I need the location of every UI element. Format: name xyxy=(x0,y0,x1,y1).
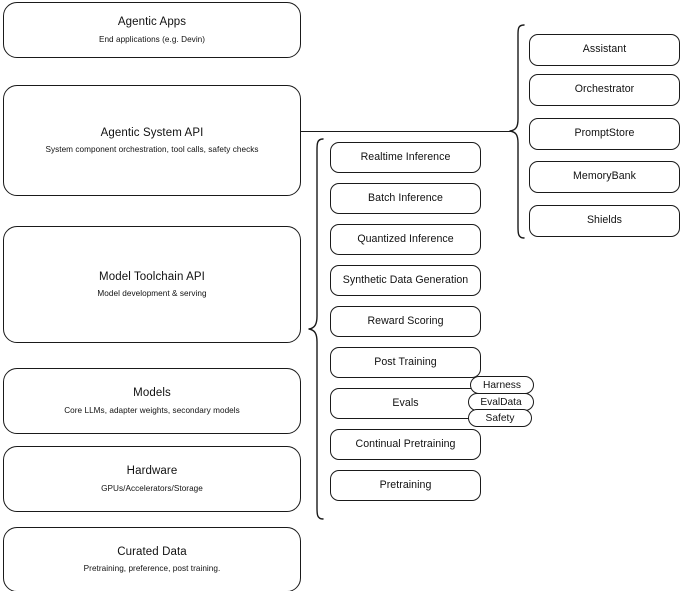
layer-box-models[interactable]: Models Core LLMs, adapter weights, secon… xyxy=(3,368,301,434)
system-component-box-assistant[interactable]: Assistant xyxy=(529,34,680,66)
system-component-box-shields[interactable]: Shields xyxy=(529,205,680,237)
layer-subtitle: Model development & serving xyxy=(97,289,207,299)
layer-title: Hardware xyxy=(126,465,178,478)
layer-subtitle: Core LLMs, adapter weights, secondary mo… xyxy=(64,405,240,415)
layer-title: Curated Data xyxy=(117,545,187,558)
layer-subtitle: Pretraining, preference, post training. xyxy=(83,564,221,574)
pill-label: EvalData xyxy=(480,396,522,408)
layer-title: Agentic System API xyxy=(100,126,204,139)
capability-box-batch-inference[interactable]: Batch Inference xyxy=(330,183,481,214)
layer-box-curated-data[interactable]: Curated Data Pretraining, preference, po… xyxy=(3,527,301,591)
curly-brace-system-components-icon xyxy=(509,24,525,239)
capability-label: Continual Pretraining xyxy=(355,437,456,450)
curly-brace-toolchain-icon xyxy=(308,138,324,520)
capability-label: Batch Inference xyxy=(368,191,443,204)
system-component-label: PromptStore xyxy=(574,127,635,140)
system-component-label: Shields xyxy=(586,214,623,227)
evals-subcomponent-safety[interactable]: Safety xyxy=(468,409,532,427)
system-component-label: Assistant xyxy=(582,43,627,56)
capability-label: Evals xyxy=(392,396,419,409)
capability-box-reward-scoring[interactable]: Reward Scoring xyxy=(330,306,481,337)
layer-box-model-toolchain-api[interactable]: Model Toolchain API Model development & … xyxy=(3,226,301,343)
connector-line-system-api-to-components xyxy=(301,131,512,133)
layer-title: Model Toolchain API xyxy=(99,270,205,283)
layer-subtitle: GPUs/Accelerators/Storage xyxy=(101,483,203,493)
layer-box-agentic-system-api[interactable]: Agentic System API System component orch… xyxy=(3,85,301,196)
capability-label: Synthetic Data Generation xyxy=(342,273,469,286)
capability-box-quantized-inference[interactable]: Quantized Inference xyxy=(330,224,481,255)
capability-label: Post Training xyxy=(374,355,437,368)
layer-subtitle: End applications (e.g. Devin) xyxy=(98,34,206,44)
capability-label: Pretraining xyxy=(379,478,432,491)
system-component-box-memorybank[interactable]: MemoryBank xyxy=(529,161,680,193)
capability-box-evals[interactable]: Evals xyxy=(330,388,481,419)
system-component-box-orchestrator[interactable]: Orchestrator xyxy=(529,74,680,106)
capability-box-synthetic-data-generation[interactable]: Synthetic Data Generation xyxy=(330,265,481,296)
capability-box-post-training[interactable]: Post Training xyxy=(330,347,481,378)
system-component-label: Orchestrator xyxy=(574,83,635,96)
evals-subcomponent-harness[interactable]: Harness xyxy=(470,376,534,394)
pill-label: Harness xyxy=(483,379,521,391)
layer-subtitle: System component orchestration, tool cal… xyxy=(45,145,259,155)
capability-label: Realtime Inference xyxy=(360,150,451,163)
layer-title: Models xyxy=(133,387,171,400)
layer-title: Agentic Apps xyxy=(117,16,187,29)
capability-box-realtime-inference[interactable]: Realtime Inference xyxy=(330,142,481,173)
capability-box-pretraining[interactable]: Pretraining xyxy=(330,470,481,501)
layer-box-agentic-apps[interactable]: Agentic Apps End applications (e.g. Devi… xyxy=(3,2,301,58)
capability-label: Quantized Inference xyxy=(357,232,454,245)
layer-box-hardware[interactable]: Hardware GPUs/Accelerators/Storage xyxy=(3,446,301,512)
system-component-label: MemoryBank xyxy=(573,170,636,183)
capability-box-continual-pretraining[interactable]: Continual Pretraining xyxy=(330,429,481,460)
capability-label: Reward Scoring xyxy=(367,314,444,327)
pill-label: Safety xyxy=(485,412,515,424)
system-component-box-promptstore[interactable]: PromptStore xyxy=(529,118,680,150)
